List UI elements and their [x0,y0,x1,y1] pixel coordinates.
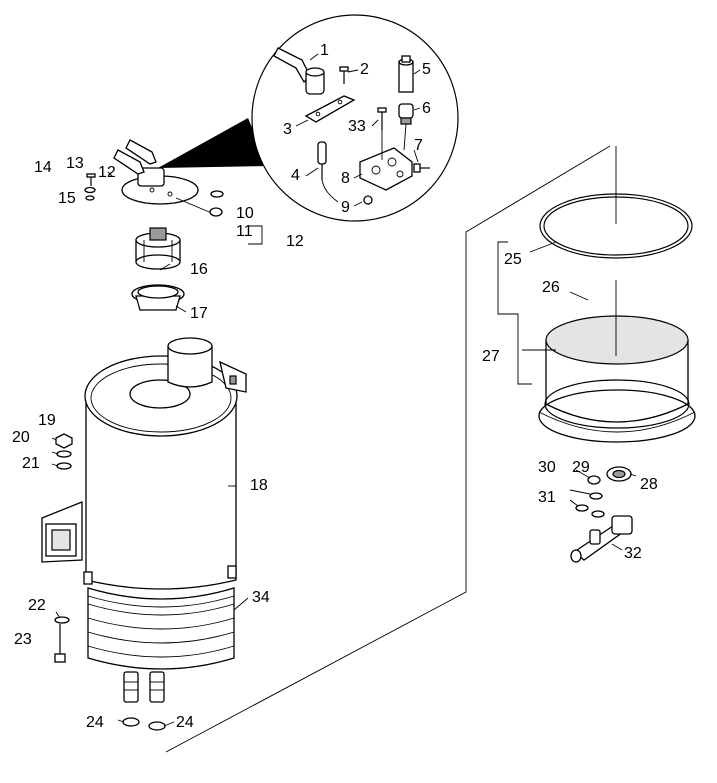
part-18-housing [41,337,247,590]
label-24-right: 24 [176,714,194,731]
label-11: 11 [236,223,253,240]
part-31-washer-b [591,510,605,518]
magnifier-cone [158,118,268,168]
part-30-washer [589,492,603,500]
part-23-bolt [54,624,66,663]
label-8: 8 [341,170,350,187]
part-6-fitting [398,103,414,125]
label-32: 32 [624,545,642,562]
part-13-screw [86,173,96,186]
label-27: 27 [482,348,500,365]
label-14: 14 [34,159,52,176]
part-25-ring [539,193,693,259]
label-12-top: 12 [98,164,116,181]
part-4-electrode [317,141,339,203]
label-24-left: 24 [86,714,104,731]
part-17-sleeve [131,284,185,311]
part-29-seal [587,475,601,485]
label-9: 9 [341,199,350,216]
label-10: 10 [236,205,254,222]
label-29: 29 [572,459,590,476]
part-22-washer [54,616,70,624]
label-3: 3 [283,121,292,138]
label-16: 16 [190,261,208,278]
part-20-washer [56,450,72,458]
label-2: 2 [360,61,369,78]
part-19-nut [55,433,73,449]
part-3-bracket [304,95,356,123]
label-15: 15 [58,190,76,207]
detail-magnifier [158,14,459,222]
part-24-washer-left [122,717,140,727]
part-33-screw [377,107,387,130]
label-23: 23 [14,631,32,648]
label-17: 17 [190,305,208,322]
part-2-screw [339,66,349,84]
label-22: 22 [28,597,46,614]
part-28-sleeve [606,466,632,482]
part-5-cylinder [398,55,414,93]
part-8-valve-block [359,147,413,191]
label-6: 6 [422,100,431,117]
label-31: 31 [538,489,556,506]
label-30: 30 [538,459,556,476]
burner-head-plate [113,139,215,215]
label-21: 21 [22,455,40,472]
bracket-25-27 [497,241,532,385]
part-9-nut [363,195,373,205]
part-24-washer-right [148,721,166,731]
part-21-washer [56,462,72,470]
bracket-10-11 [248,225,263,245]
part-14-washer [84,186,96,194]
label-4: 4 [291,167,300,184]
part-labels: 1 2 5 6 3 33 7 4 8 9 13 14 12 15 10 11 1… [12,42,658,731]
part-26-filter [538,280,696,443]
part-10-ring [210,190,224,198]
label-33: 33 [348,118,366,135]
part-1-elbow-hose [273,47,325,95]
label-20: 20 [12,429,30,446]
assembly-guide-line [165,145,617,753]
label-7: 7 [414,137,423,154]
label-1: 1 [320,42,329,59]
label-18: 18 [250,477,268,494]
part-34-coil [87,587,235,670]
label-25: 25 [504,251,522,268]
coil-fittings [123,671,165,703]
label-5: 5 [422,61,431,78]
label-28: 28 [640,476,658,493]
part-32-manifold [570,515,633,563]
part-31-washer-a [575,504,589,512]
label-26: 26 [542,279,560,296]
label-12-side: 12 [286,233,304,250]
label-19: 19 [38,412,56,429]
part-7-screw [413,163,430,173]
label-34: 34 [252,589,270,606]
part-16-swirl-body [135,227,181,270]
part-11-ring [209,207,223,217]
detail-guide-lines [381,123,407,160]
leader-lines [51,53,637,727]
label-13: 13 [66,155,84,172]
part-15-washer [85,195,95,201]
